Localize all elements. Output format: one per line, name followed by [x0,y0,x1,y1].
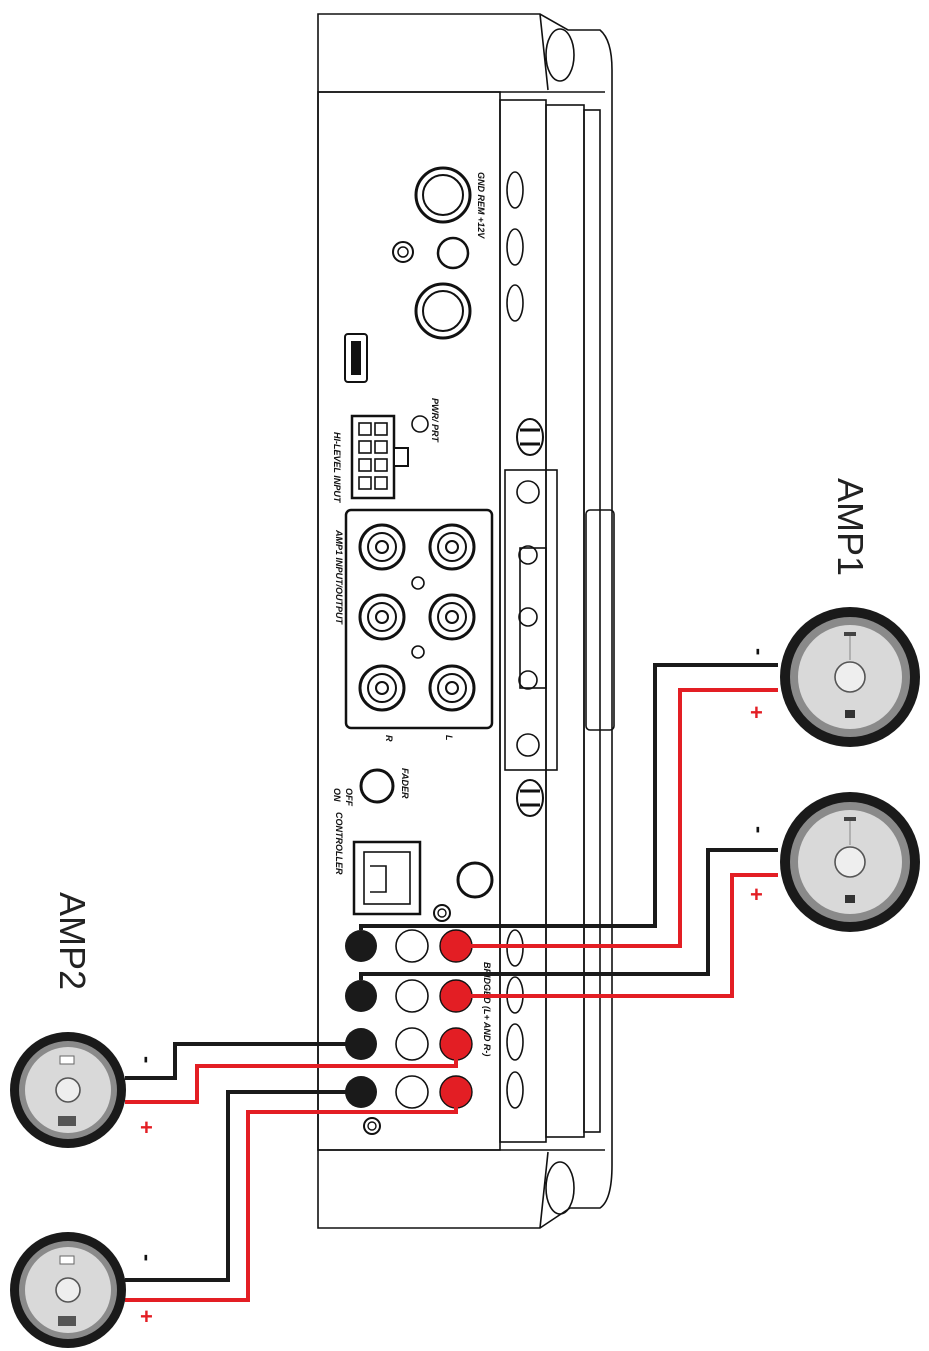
polarity-marks: - + - + - + - + [135,648,772,1329]
controller-label: CONTROLLER [334,812,344,875]
speaker-icon [10,1232,126,1348]
switch-off-label: OFF [344,788,354,806]
amp2-label: AMP2 [52,892,93,990]
rca-jack-icon [358,523,476,712]
hi-level-input-label: HI-LEVEL INPUT [332,432,342,504]
rj45-port-icon [352,840,422,916]
protect-led-label: PWR/ PRT [430,398,440,443]
amp2-top-neg: - [135,1056,160,1063]
speaker-icon [780,792,920,932]
amp1-label: AMP1 [830,478,871,576]
amp1-speaker-top [780,607,920,747]
amp1-bottom-pos: + [750,882,763,907]
amp2-speaker-top [10,1032,126,1148]
speaker-icon [780,607,920,747]
amp-panel-labels: GND REM +12V PWR/ PRT HI-LEVEL INPUT AMP… [332,172,492,1056]
amp1-top-neg: - [747,648,772,655]
rca-input-label: AMP1 INPUT/OUTPUT [334,529,344,626]
bridged-label: BRIDGED (L+ AND R-) [482,962,492,1056]
amp2-speaker-bottom [10,1232,126,1348]
amplifier-icon [317,13,615,1229]
usb-port-icon [344,333,368,383]
amp2-top-pos: + [140,1115,153,1140]
amp1-top-pos: + [750,700,763,725]
fader-label: FADER [400,768,410,799]
switch-on-label: ON [332,788,342,802]
amp2-bottom-pos: + [140,1304,153,1329]
wires [125,663,778,1302]
amp2-bottom-neg: - [135,1254,160,1261]
amp1-bottom-neg: - [747,826,772,833]
rca-left-label: L [444,735,454,741]
rca-right-label: R [384,735,394,742]
speaker-terminal-icon [345,929,473,1109]
speaker-icon [10,1032,126,1148]
amp1-speaker-bottom [780,792,920,932]
power-terminal-label: GND REM +12V [476,172,486,239]
